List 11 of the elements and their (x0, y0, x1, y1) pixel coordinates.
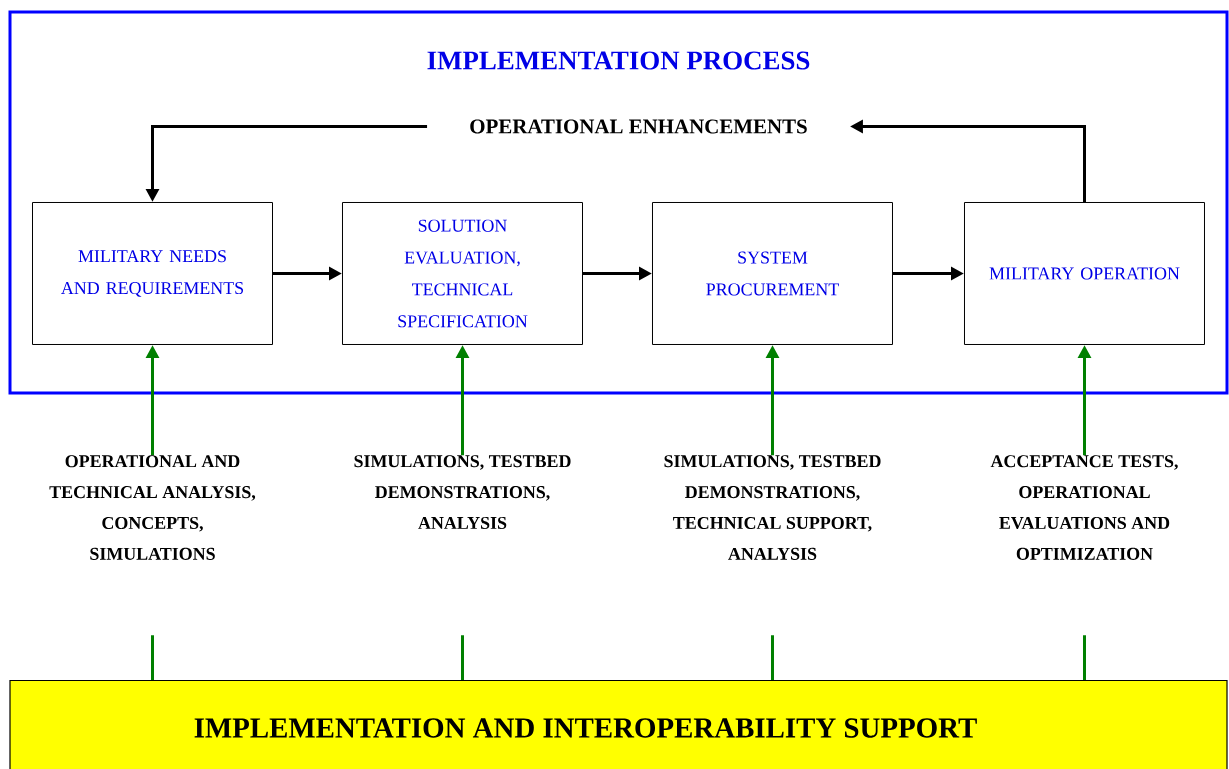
process-box: SOLUTION EVALUATION, TECHNICAL SPECIFICATION (342, 202, 583, 345)
process-box: MILITARY OPERATION (964, 202, 1205, 345)
frame-title: IMPLEMENTATION PROCESS (427, 51, 810, 70)
edge-label: ACCEPTANCE TESTS, OPERATIONAL EVALUATIONS AND OPTIMIZATION (953, 455, 1216, 636)
edge-label: SIMULATIONS, TESTBED DEMONSTRATIONS, ANALYSIS (341, 455, 584, 636)
enhancement-label: OPERATIONAL ENHANCEMENTS (470, 119, 807, 134)
bar-title: IMPLEMENTATION AND INTEROPERABILITY SUPPORT (194, 718, 977, 738)
edge-label: SIMULATIONS, TESTBED DEMONSTRATIONS, TECHNICAL SUPPORT, ANALYSIS (628, 455, 917, 636)
process-box: SYSTEM PROCUREMENT (652, 202, 893, 345)
edge-label: OPERATIONAL AND TECHNICAL ANALYSIS, CONCEPTS, SIMULATIONS (41, 455, 264, 636)
process-box: MILITARY NEEDS AND REQUIREMENTS (32, 202, 273, 345)
